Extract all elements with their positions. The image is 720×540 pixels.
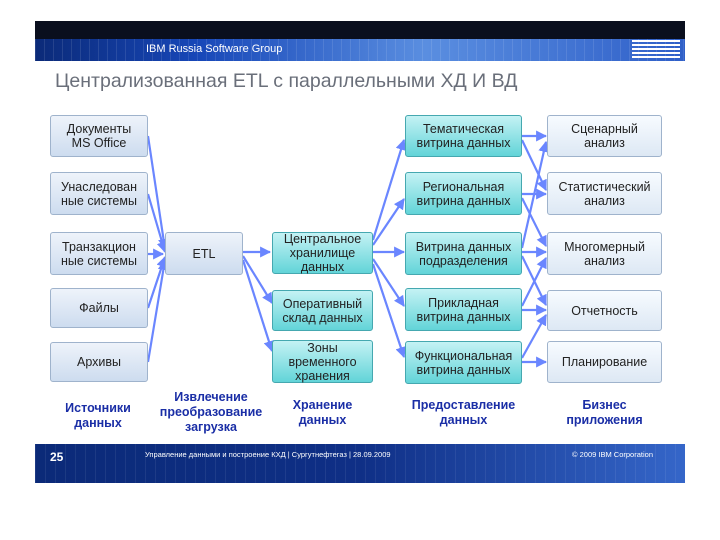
app-box-planning: Планирование — [547, 341, 662, 383]
mart-box-functional: Функциональная витрина данных — [405, 341, 522, 384]
arrow-mart3-app1 — [520, 140, 550, 249]
app-box-statistical: Статистический анализ — [547, 172, 662, 215]
arrow-store-mart4 — [372, 258, 405, 307]
mart-box-regional: Региональная витрина данных — [405, 172, 522, 215]
header-band — [35, 39, 685, 61]
mart-box-department: Витрина данных подразделения — [405, 232, 522, 275]
stage-label-storage: Хранение данных — [292, 398, 353, 427]
mart-box-thematic: Тематическая витрина данных — [405, 115, 522, 157]
arrow-src1-etl — [146, 135, 169, 251]
app-box-scenario: Сценарный анализ — [547, 115, 662, 157]
page-title: Централизованная ETL с параллельными ХД … — [55, 70, 518, 92]
stage-label-etl: Извлечение преобразование загрузка — [159, 390, 263, 434]
source-box-transactional: Транзакцион ные системы — [50, 232, 148, 275]
app-box-olap: Многомерный анализ — [547, 232, 662, 275]
storage-box-staging: Зоны временного хранения — [272, 340, 373, 383]
arrow-etl-store3 — [241, 259, 275, 353]
page-number: 25 — [50, 450, 64, 464]
arrow-mart1-app2 — [521, 139, 547, 191]
arrow-src5-etl — [146, 258, 169, 363]
top-bar — [35, 21, 685, 39]
footer-copyright: © 2009 IBM Corporation — [572, 450, 653, 459]
ibm-logo-icon — [632, 40, 680, 59]
stage-label-sources: Источники данных — [65, 401, 131, 430]
arrow-etl-store2 — [242, 255, 273, 304]
arrow-store-mart5 — [371, 263, 407, 359]
arrow-mart4-app3 — [521, 257, 547, 307]
source-box-files: Файлы — [50, 288, 148, 328]
storage-box-central-dwh: Центральное хранилище данных — [272, 232, 373, 274]
footer-text: Управление данными и построение КХД | Су… — [145, 450, 391, 459]
app-box-reporting: Отчетность — [547, 290, 662, 331]
arrow-src2-etl — [146, 193, 168, 254]
arrow-store-mart2 — [372, 198, 405, 246]
stage-label-marts: Предоставление данных — [411, 398, 516, 427]
source-box-legacy: Унаследован ные системы — [50, 172, 148, 215]
arrow-mart5-app4 — [521, 314, 547, 359]
header-brand: IBM Russia Software Group — [146, 43, 283, 55]
arrow-src4-etl — [146, 255, 168, 309]
storage-box-ods: Оперативный склад данных — [272, 290, 373, 331]
mart-box-applied: Прикладная витрина данных — [405, 288, 522, 331]
stage-label-apps: Бизнес приложения — [566, 398, 643, 427]
source-box-archives: Архивы — [50, 342, 148, 382]
arrow-mart2-app3 — [521, 197, 547, 247]
source-box-ms-office: Документы MS Office — [50, 115, 148, 157]
footer-band — [35, 444, 685, 483]
arrow-store-mart1 — [371, 138, 407, 241]
etl-box: ETL — [165, 232, 243, 275]
